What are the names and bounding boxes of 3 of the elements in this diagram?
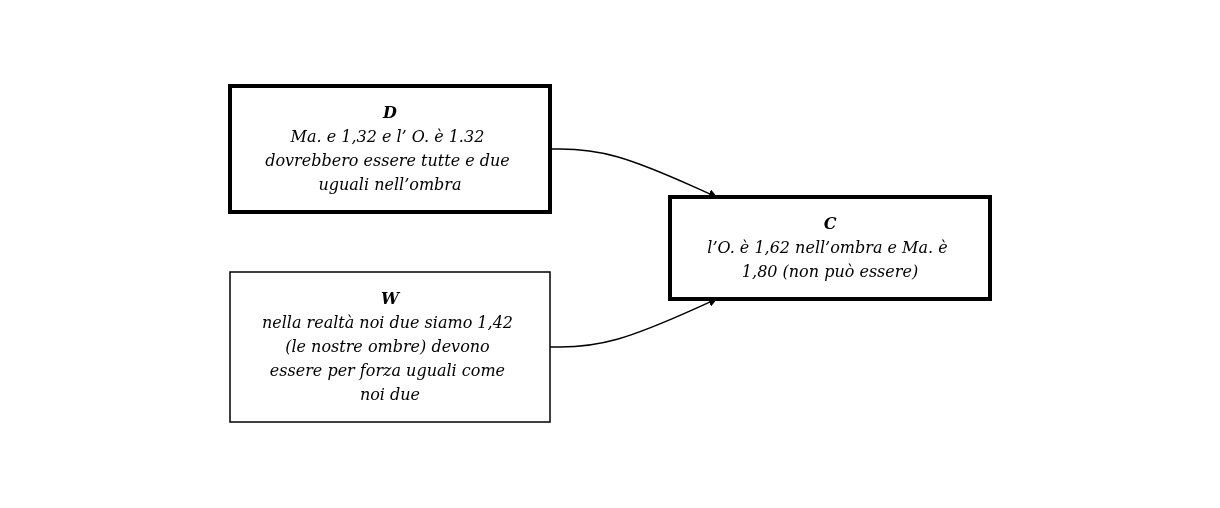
node-box: D Ma. e 1,32 e l’ O. è 1.32 dovrebbero essere tutte e due uguali nell’ombra <box>228 84 552 214</box>
node-box: W nella realtà noi due siamo 1,42 (le nostre ombre) devono essere per forza uguali come noi due <box>229 271 551 423</box>
node-box: C l’O. è 1,62 nell’ombra e Ma. è 1,80 (non può essere) <box>668 195 992 301</box>
